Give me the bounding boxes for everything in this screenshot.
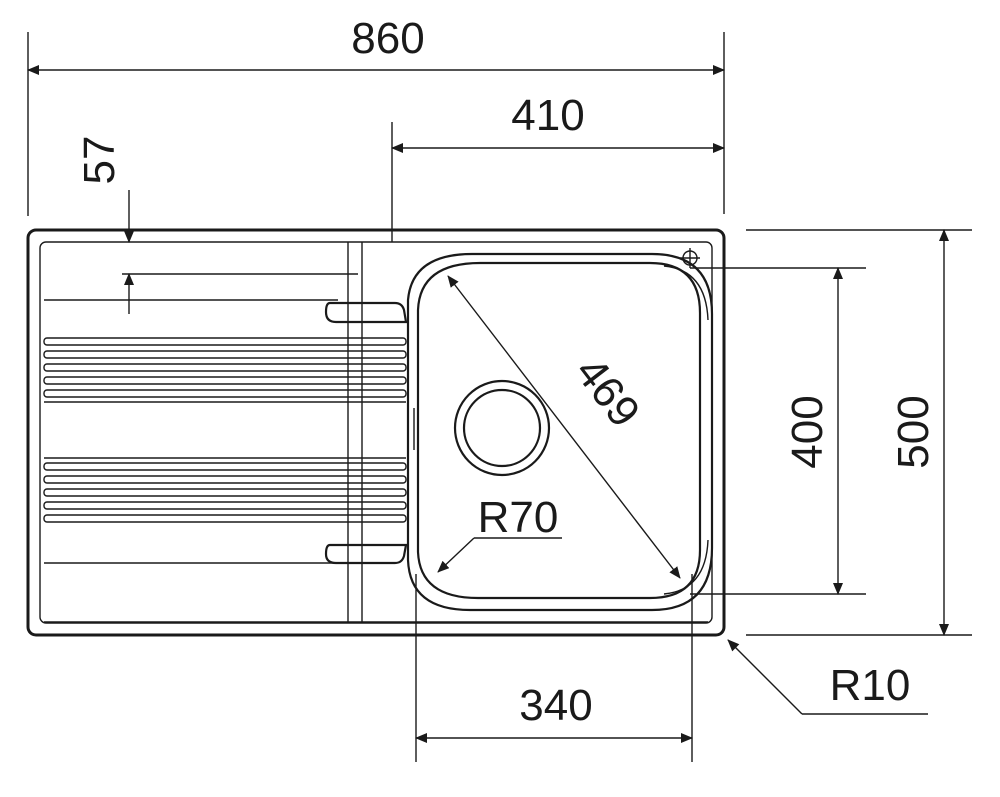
drainer-grooves (43, 337, 407, 523)
sink-outer-rim (26, 228, 726, 637)
drainer-top-lip (324, 301, 408, 324)
svg-text:340: 340 (519, 681, 592, 730)
svg-text:57: 57 (75, 136, 124, 185)
dim-bowl-corner-radius: R70 (437, 493, 562, 573)
dim-bowl-offset: 410 (391, 91, 725, 153)
svg-text:500: 500 (889, 395, 938, 468)
drainer-bottom-lip (324, 543, 408, 565)
dim-bowl-width: 340 (415, 681, 693, 743)
dim-drainer-inset: 57 (75, 136, 134, 314)
svg-text:410: 410 (511, 91, 584, 140)
bowl (406, 248, 714, 612)
dim-overall-width: 860 (27, 14, 725, 75)
drain-inner (462, 388, 542, 468)
svg-text:R10: R10 (830, 661, 911, 710)
drain-outer (453, 379, 551, 477)
svg-text:400: 400 (783, 395, 832, 468)
sink-outline (26, 228, 726, 637)
dim-outer-corner-radius: R10 (727, 639, 928, 715)
drainer-board (43, 242, 408, 623)
bowl-inner-edge (416, 261, 702, 600)
svg-text:469: 469 (566, 348, 650, 436)
dim-overall-depth: 500 (889, 229, 949, 636)
svg-text:R70: R70 (478, 493, 559, 542)
bowl-outer-edge (406, 252, 714, 612)
svg-text:860: 860 (351, 14, 424, 63)
tap-hole-icon (680, 248, 700, 268)
dim-bowl-depth: 400 (783, 267, 843, 595)
